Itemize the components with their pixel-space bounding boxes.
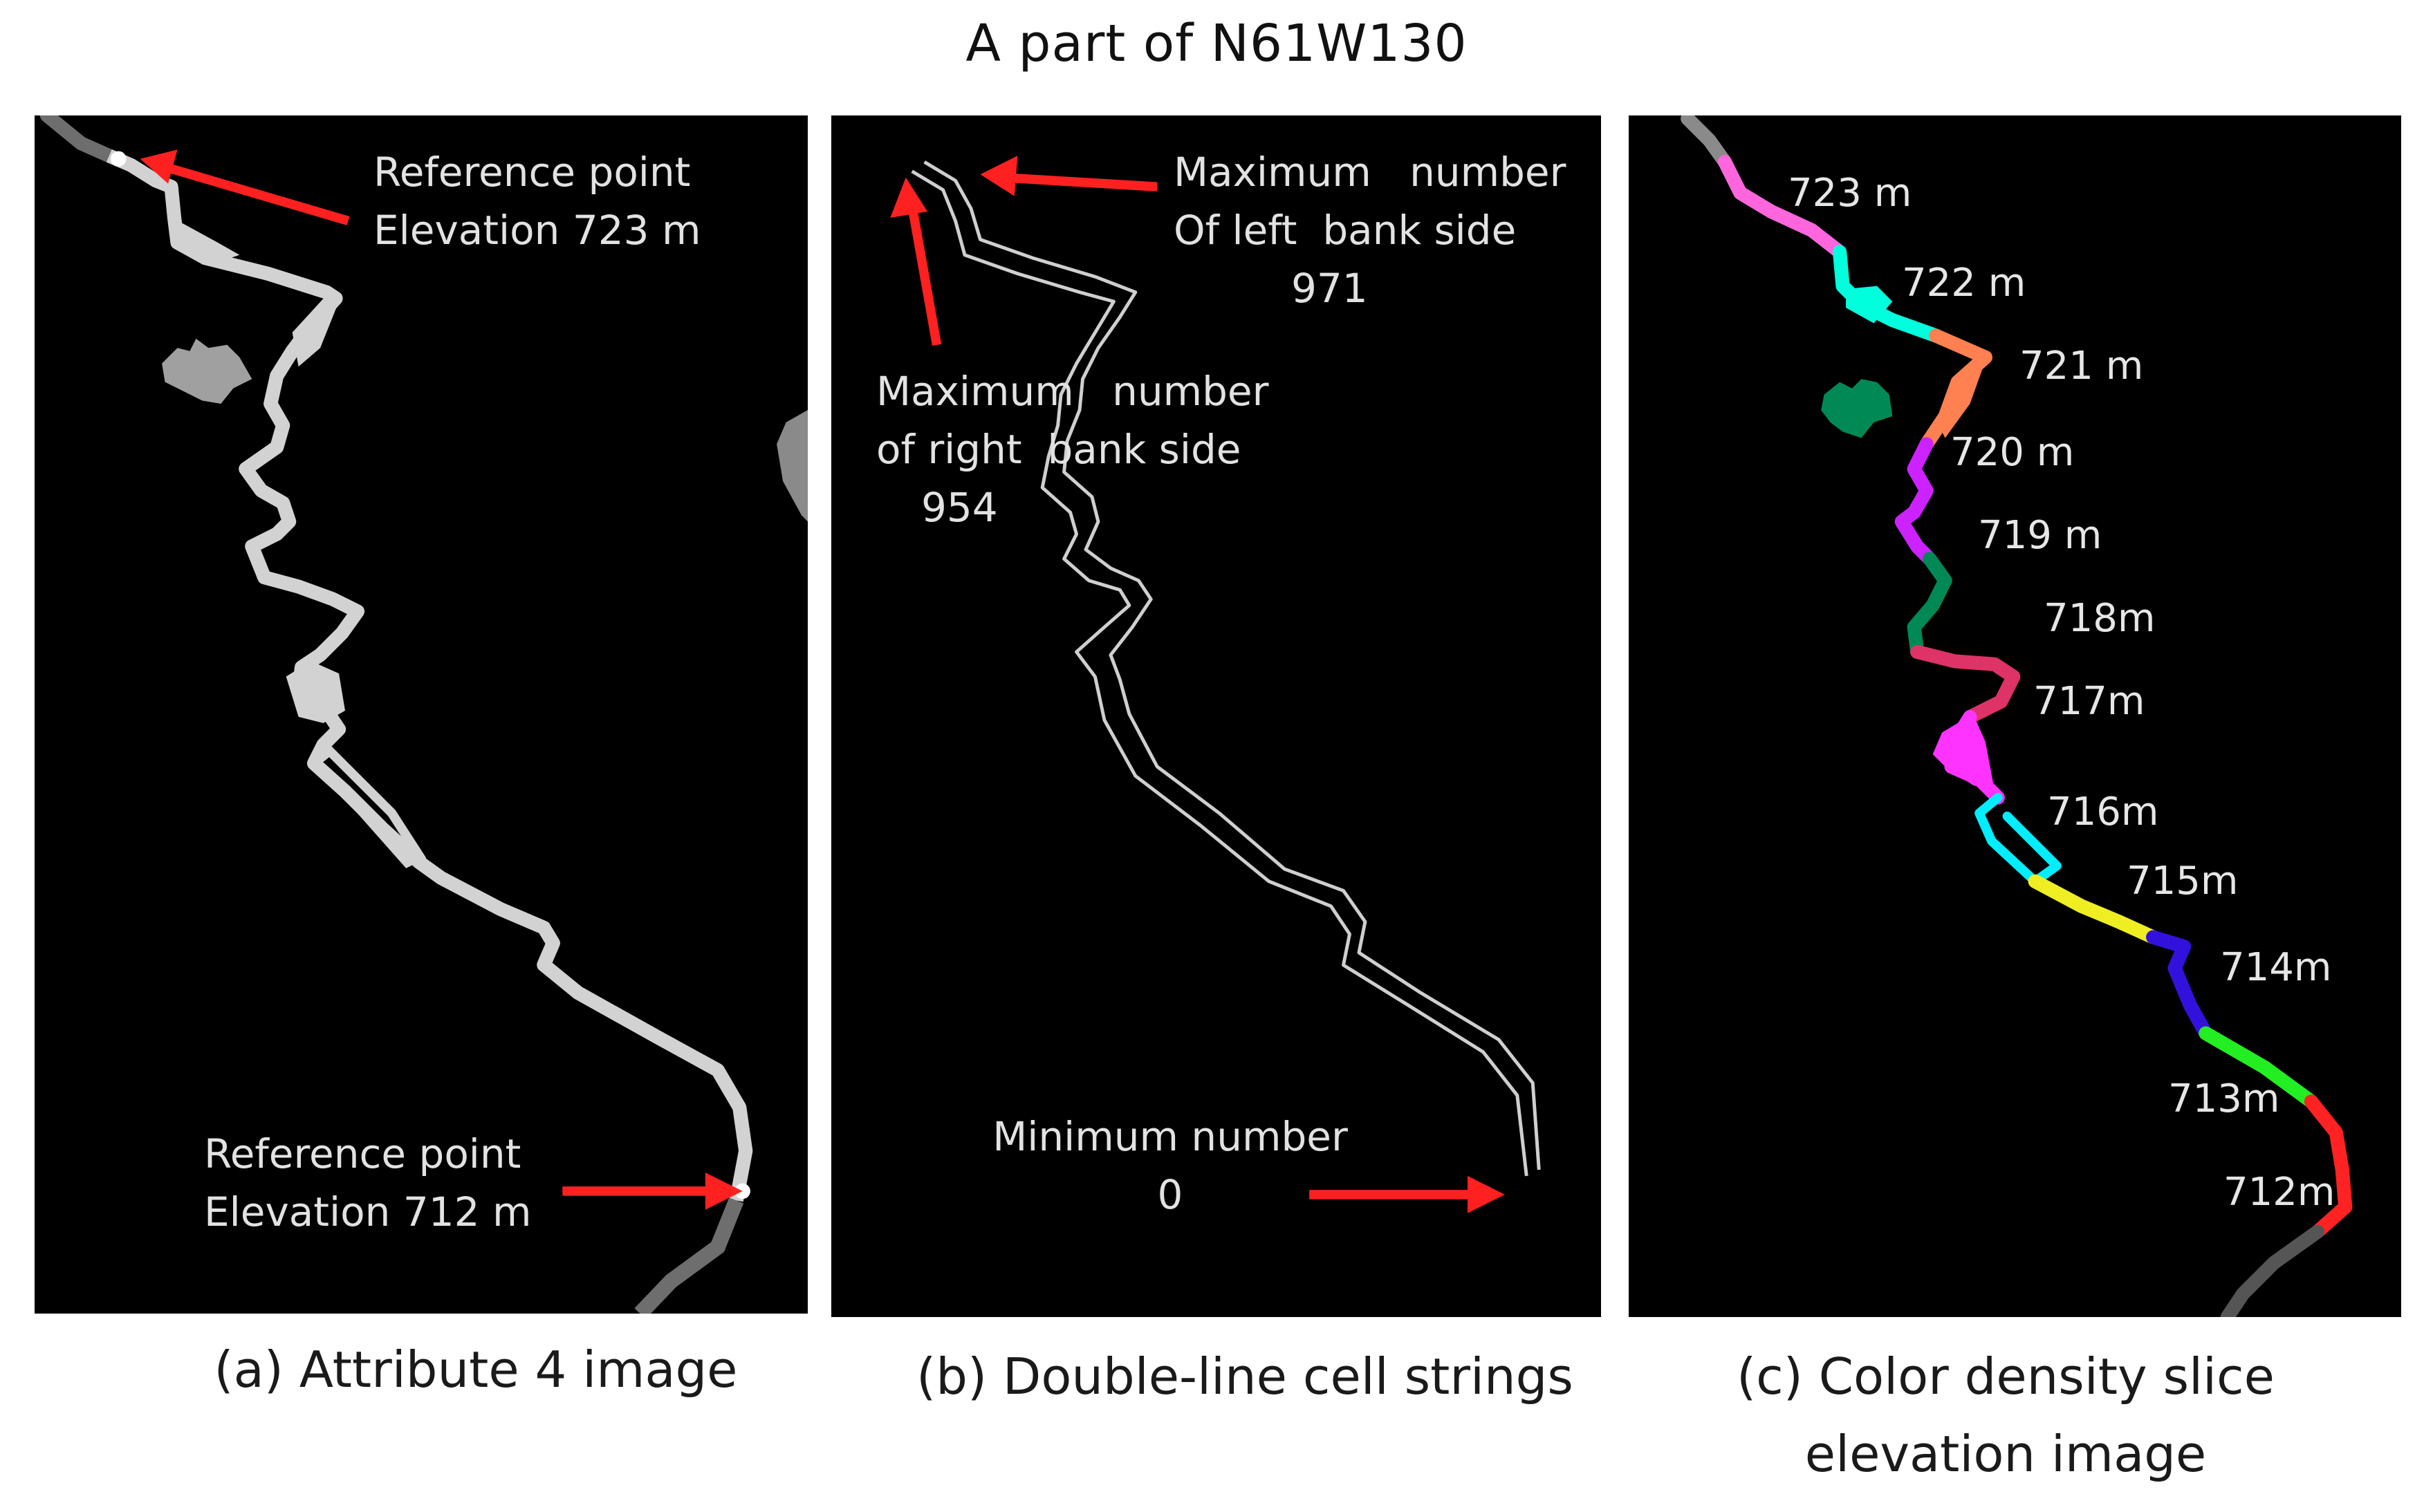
slice-719: [1907, 552, 1952, 660]
slice-718: [1910, 644, 2021, 725]
panel-a-attribute-image: Reference point Elevation 723 m Referenc…: [35, 115, 808, 1314]
slice-label-715: 715m: [2127, 859, 2239, 904]
caption-b: (b) Double-line cell strings: [916, 1347, 1573, 1406]
elevation-slice-map: [1681, 115, 2353, 1317]
river-path: [106, 149, 753, 1202]
slice-714: [2146, 930, 2213, 1040]
slice-715: [2028, 874, 2161, 944]
right-bank-line: [911, 169, 1528, 1177]
left-bank-max-label: Maximum number Of left bank side 971: [1174, 149, 1566, 312]
lake-shape: [162, 338, 252, 404]
arrow-to-minimum: [1309, 1175, 1505, 1213]
slice-label-714: 714m: [2220, 945, 2332, 990]
double-line-cell-strings: [890, 156, 1541, 1213]
arrow-to-left-bank-max: [980, 156, 1158, 196]
figure-title: A part of N61W130: [965, 14, 1468, 73]
slice-723: [1717, 155, 1847, 259]
slice-label-721: 721 m: [2019, 344, 2144, 389]
slice-712: [2304, 1094, 2353, 1239]
minimum-label: Minimum number 0: [992, 1113, 1348, 1218]
slice-label-720: 720 m: [1950, 430, 2075, 475]
right-bank-max-label: Maximum number of right bank side 954: [876, 368, 1269, 531]
arrow-to-right-bank-max: [890, 177, 942, 346]
slice-label-723: 723 m: [1788, 171, 1912, 216]
arrow-to-bottom-reference: [562, 1172, 743, 1210]
river-attribute-map: [39, 115, 808, 1314]
slice-721: [1919, 328, 1992, 451]
slice-720: [1894, 437, 1937, 566]
slice-label-717: 717m: [2033, 679, 2145, 724]
slice-label-718: 718m: [2044, 596, 2156, 641]
lake-shape: [1821, 379, 1893, 438]
bottom-reference-label: Reference point Elevation 712 m: [204, 1130, 532, 1235]
slice-label-716: 716m: [2047, 790, 2159, 834]
slice-label-722: 722 m: [1902, 261, 2026, 306]
slice-label-713: 713m: [2168, 1076, 2280, 1121]
panel-c-color-density-slice: 723 m 722 m 721 m 720 m 719 m 718m 717m …: [1629, 115, 2401, 1317]
left-bank-line: [923, 160, 1541, 1170]
slice-label-712: 712m: [2223, 1170, 2335, 1215]
arrow-to-top-reference: [140, 149, 350, 225]
caption-a: (a) Attribute 4 image: [214, 1341, 738, 1399]
panel-b-double-line-strings: Maximum number Of left bank side 971 Max…: [831, 115, 1601, 1317]
slice-716: [1974, 793, 2062, 886]
upstream-segment: [1681, 115, 1732, 169]
downstream-segment: [2220, 1224, 2324, 1317]
top-reference-label: Reference point Elevation 723 m: [373, 149, 701, 254]
slice-label-719: 719 m: [1978, 513, 2102, 558]
caption-c: (c) Color density slice elevation image: [1737, 1347, 2275, 1483]
slice-713: [2199, 1026, 2319, 1109]
